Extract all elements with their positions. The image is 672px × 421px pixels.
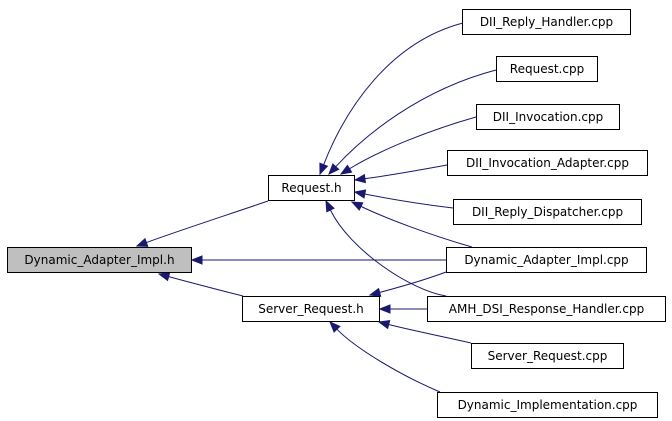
node-server-request-cpp[interactable]: Server_Request.cpp bbox=[471, 343, 624, 369]
node-dii-invocation-adapter-cpp[interactable]: DII_Invocation_Adapter.cpp bbox=[447, 150, 648, 176]
edge-line bbox=[349, 116, 477, 170]
edge-line bbox=[146, 200, 269, 244]
node-label: Request.h bbox=[281, 181, 341, 195]
node-label: Dynamic_Implementation.cpp bbox=[458, 398, 638, 412]
arrowhead-icon bbox=[378, 304, 391, 314]
arrowhead-icon bbox=[329, 321, 341, 333]
node-box bbox=[242, 296, 380, 322]
node-box bbox=[496, 56, 598, 82]
edges bbox=[135, 21, 497, 393]
node-label: Dynamic_Adapter_Impl.h bbox=[24, 253, 174, 267]
edge-dynamic-adapter-impl-cpp-to-server-request-h bbox=[368, 271, 447, 297]
arrowhead-icon bbox=[135, 237, 149, 247]
node-dynamic-adapter-impl-cpp[interactable]: Dynamic_Adapter_Impl.cpp bbox=[446, 247, 647, 273]
arrowhead-icon bbox=[325, 199, 335, 213]
edge-dii-invocation-cpp-to-request-h bbox=[339, 116, 477, 175]
arrowhead-icon bbox=[377, 320, 391, 330]
node-label: DII_Reply_Dispatcher.cpp bbox=[472, 205, 623, 219]
node-box bbox=[446, 247, 647, 273]
node-box bbox=[453, 199, 642, 225]
node-label: Server_Request.h bbox=[258, 302, 364, 316]
edge-dynamic-adapter-impl-cpp-to-request-h bbox=[350, 201, 473, 248]
edge-dynamic-adapter-impl-cpp-to-dynamic-adapter-impl-h bbox=[190, 255, 446, 265]
node-box bbox=[471, 343, 624, 369]
node-server-request-h[interactable]: Server_Request.h bbox=[242, 296, 380, 322]
edge-dii-reply-handler-cpp-to-request-h bbox=[319, 21, 468, 176]
edge-line bbox=[335, 69, 497, 167]
node-label: Server_Request.cpp bbox=[488, 349, 608, 363]
edge-amh-dsi-response-handler-cpp-to-server-request-h bbox=[378, 304, 427, 314]
edge-line bbox=[329, 209, 447, 297]
node-label: DII_Invocation.cpp bbox=[493, 110, 604, 124]
node-box bbox=[427, 296, 666, 322]
node-request-cpp[interactable]: Request.cpp bbox=[496, 56, 598, 82]
edge-line bbox=[364, 193, 454, 209]
edge-line bbox=[360, 205, 473, 248]
edge-dii-invocation-adapter-cpp-to-request-h bbox=[353, 164, 448, 184]
edge-dii-reply-dispatcher-cpp-to-request-h bbox=[353, 189, 454, 209]
node-label: DII_Invocation_Adapter.cpp bbox=[466, 156, 629, 170]
arrowhead-icon bbox=[368, 287, 382, 297]
arrowhead-icon bbox=[328, 163, 340, 175]
edge-line bbox=[168, 276, 244, 297]
edge-request-h-to-dynamic-adapter-impl-h bbox=[135, 200, 269, 247]
edge-request-cpp-to-request-h bbox=[328, 69, 497, 175]
node-box bbox=[462, 9, 631, 35]
edge-line bbox=[364, 164, 448, 180]
nodes: Dynamic_Adapter_Impl.h Request.hServer_Re… bbox=[7, 9, 666, 418]
arrowhead-icon bbox=[319, 162, 329, 176]
arrowhead-icon bbox=[353, 173, 367, 184]
node-box bbox=[268, 175, 355, 201]
node-box bbox=[7, 247, 192, 273]
node-label: Request.cpp bbox=[510, 62, 584, 76]
node-label: DII_Reply_Handler.cpp bbox=[480, 15, 613, 29]
edge-line bbox=[379, 271, 447, 293]
edge-server-request-cpp-to-server-request-h bbox=[377, 320, 472, 344]
edge-dynamic-implementation-cpp-to-server-request-h bbox=[329, 321, 441, 393]
node-box bbox=[447, 150, 648, 176]
node-amh-dsi-response-handler-cpp[interactable]: AMH_DSI_Response_Handler.cpp bbox=[427, 296, 666, 322]
node-dii-invocation-cpp[interactable]: DII_Invocation.cpp bbox=[476, 104, 620, 130]
arrowhead-icon bbox=[350, 201, 364, 211]
node-label: AMH_DSI_Response_Handler.cpp bbox=[449, 302, 644, 316]
arrowhead-icon bbox=[353, 189, 367, 199]
edge-line bbox=[388, 324, 472, 344]
node-dynamic-adapter-impl-h: Dynamic_Adapter_Impl.h bbox=[7, 247, 192, 273]
arrowhead-icon bbox=[190, 255, 203, 265]
edge-line bbox=[336, 328, 441, 393]
edge-line bbox=[323, 21, 468, 165]
node-dii-reply-dispatcher-cpp[interactable]: DII_Reply_Dispatcher.cpp bbox=[453, 199, 642, 225]
edge-server-request-h-to-dynamic-adapter-impl-h bbox=[157, 272, 244, 297]
node-box bbox=[476, 104, 620, 130]
node-request-h[interactable]: Request.h bbox=[268, 175, 355, 201]
arrowhead-icon bbox=[339, 164, 353, 175]
edge-amh-dsi-response-handler-cpp-to-request-h bbox=[325, 199, 447, 297]
arrowhead-icon bbox=[157, 272, 171, 282]
node-dii-reply-handler-cpp[interactable]: DII_Reply_Handler.cpp bbox=[462, 9, 631, 35]
node-label: Dynamic_Adapter_Impl.cpp bbox=[464, 253, 628, 267]
node-box bbox=[437, 392, 658, 418]
node-dynamic-implementation-cpp[interactable]: Dynamic_Implementation.cpp bbox=[437, 392, 658, 418]
